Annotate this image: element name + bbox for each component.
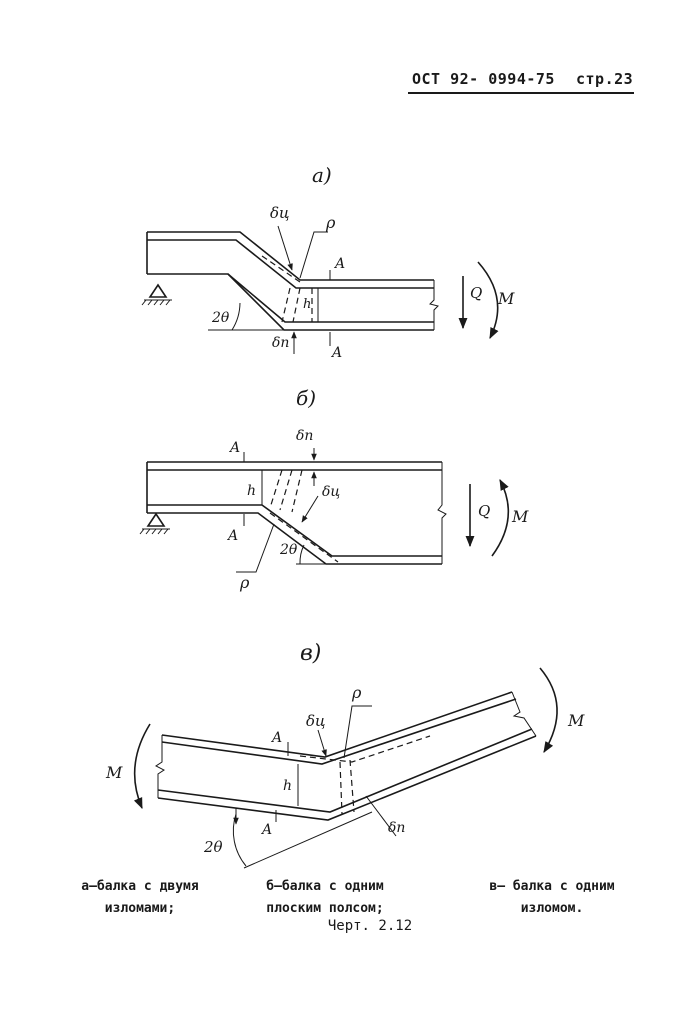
beam-c-top-inner <box>161 698 517 765</box>
beam-b-top-flange <box>147 461 442 471</box>
ground-hatch-a-icon <box>141 299 172 306</box>
delta-c-b-label: δц <box>322 484 340 500</box>
support-b-icon <box>146 512 166 527</box>
moment-a-label: M <box>497 289 515 308</box>
delta-p-c-leader <box>365 795 397 837</box>
moment-c-left-label: M <box>105 763 123 782</box>
caption-c-line-2: изломом. <box>520 901 584 916</box>
ground-hatch-b-icon <box>139 528 170 535</box>
rho-a-label: ρ <box>325 213 336 232</box>
moment-b-label: M <box>511 507 529 526</box>
h-a-label: h <box>303 297 311 312</box>
rho-b-leader <box>236 523 275 573</box>
delta-p-b-label: δп <box>296 428 313 444</box>
delta-c-c-label: δц <box>306 712 326 730</box>
angle-b-label: 2θ <box>279 542 298 558</box>
angle-c-baseline <box>243 811 373 869</box>
standard-number: ОСТ 92- 0994-75 <box>412 70 555 88</box>
beam-a-center-dash <box>261 255 301 283</box>
caption-b-line-1: б–балка с одним <box>266 879 384 894</box>
beam-b-break-line <box>437 462 447 564</box>
delta-c-a-arrow <box>277 225 293 271</box>
beam-c-bottom-inner <box>157 728 533 813</box>
support-a-icon <box>148 283 168 298</box>
caption-b: б–балка с одним плоским полсом; <box>235 876 415 920</box>
beam-c-left-break <box>155 735 165 798</box>
beam-b-bottom-outer <box>147 512 442 565</box>
beam-a-section-dash <box>281 287 313 323</box>
force-q-b-label: Q <box>478 502 490 520</box>
beam-a-top-outer <box>147 231 434 281</box>
rho-c-label: ρ <box>351 683 362 702</box>
delta-c-a-label: δц <box>270 204 290 222</box>
h-c-label: h <box>283 778 292 794</box>
section-a-top-label: A <box>333 256 345 272</box>
rho-a-leader <box>299 231 328 279</box>
rho-b-label: ρ <box>239 573 250 592</box>
beam-a-bottom-inner <box>147 273 434 323</box>
figure-caption: Черт. 2.12 <box>327 918 413 934</box>
h-b-label: h <box>247 483 256 499</box>
beam-b-center-dash <box>269 512 339 563</box>
beam-a-top-inner <box>147 239 434 289</box>
delta-p-a-label: δп <box>272 335 289 351</box>
figure-a-label: а) <box>312 163 332 187</box>
page-number: стр.23 <box>576 70 634 88</box>
figure-a: а) 2θ δц ρ A A h δп Q <box>141 163 515 361</box>
moment-c-left-arrow <box>133 723 151 810</box>
section-b-top-label: A <box>228 440 240 456</box>
caption-b-line-2: плоским полсом; <box>266 901 384 916</box>
rho-c-leader <box>343 705 372 759</box>
beam-a-break-line <box>429 280 439 330</box>
section-c-top-label: A <box>270 730 282 746</box>
caption-c: в– балка с одним изломом. <box>462 876 642 920</box>
figure-b-label: б) <box>296 386 316 410</box>
figure-c-label: в) <box>300 641 321 666</box>
moment-b-arrow <box>491 479 510 557</box>
moment-a-arrow <box>477 261 499 340</box>
delta-c-c-arrow <box>317 729 327 757</box>
beam-c-right-break <box>511 691 537 737</box>
header-underline <box>408 92 634 94</box>
beam-c-center-dash <box>299 735 431 763</box>
delta-p-c-label: δп <box>388 820 405 836</box>
caption-a-line-1: а–балка с двумя <box>81 879 199 894</box>
beam-c-bottom-outer <box>157 735 537 821</box>
section-a-bottom-label: A <box>330 345 342 361</box>
figure-b: б) A A h δп δц 2θ ρ Q M <box>139 386 529 592</box>
delta-c-b-arrow <box>301 495 319 523</box>
moment-c-right-arrow <box>539 667 558 753</box>
moment-c-right-label: M <box>567 711 585 730</box>
caption-c-line-1: в– балка с одним <box>489 879 615 894</box>
caption-a: а–балка с двумя изломами; <box>55 876 225 920</box>
beam-b-section-dash <box>269 469 303 513</box>
angle-c-arc <box>232 813 247 867</box>
beam-c-section-dash <box>339 759 355 815</box>
beam-c-top-outer <box>161 691 513 758</box>
section-c-bottom-label: A <box>260 822 272 838</box>
force-q-a-label: Q <box>470 284 482 302</box>
section-b-bottom-label: A <box>226 528 238 544</box>
angle-a-label: 2θ <box>211 310 230 326</box>
figure-c: в) 2θ A A h δц ρ δп M M <box>105 641 585 869</box>
angle-a-arc <box>231 302 241 331</box>
caption-a-line-2: изломами; <box>104 901 176 916</box>
angle-c-label: 2θ <box>203 838 223 856</box>
angle-b-arc <box>299 544 305 565</box>
beam-b-bottom-inner <box>147 504 442 557</box>
